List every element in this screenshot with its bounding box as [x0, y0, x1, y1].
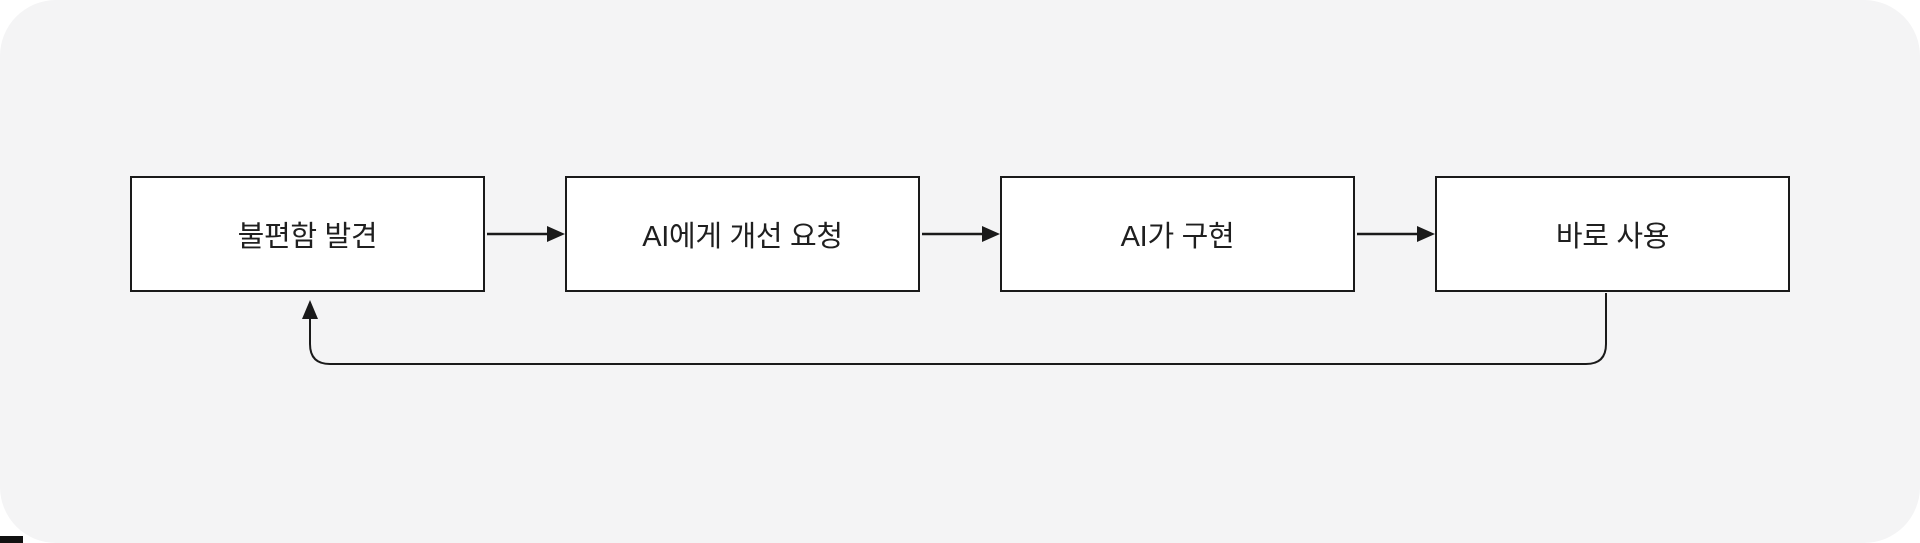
- flow-node-label: AI에게 개선 요청: [642, 221, 843, 253]
- flow-node-discover: 불편함 발견: [130, 176, 485, 292]
- flow-node-request: AI에게 개선 요청: [565, 176, 920, 292]
- flow-node-label: AI가 구현: [1120, 221, 1235, 253]
- bottom-left-cutoff-mark: [0, 536, 23, 543]
- flow-node-implement: AI가 구현: [1000, 176, 1355, 292]
- flow-node-label: 불편함 발견: [237, 221, 378, 253]
- flow-node-use: 바로 사용: [1435, 176, 1790, 292]
- flow-node-label: 바로 사용: [1555, 221, 1670, 253]
